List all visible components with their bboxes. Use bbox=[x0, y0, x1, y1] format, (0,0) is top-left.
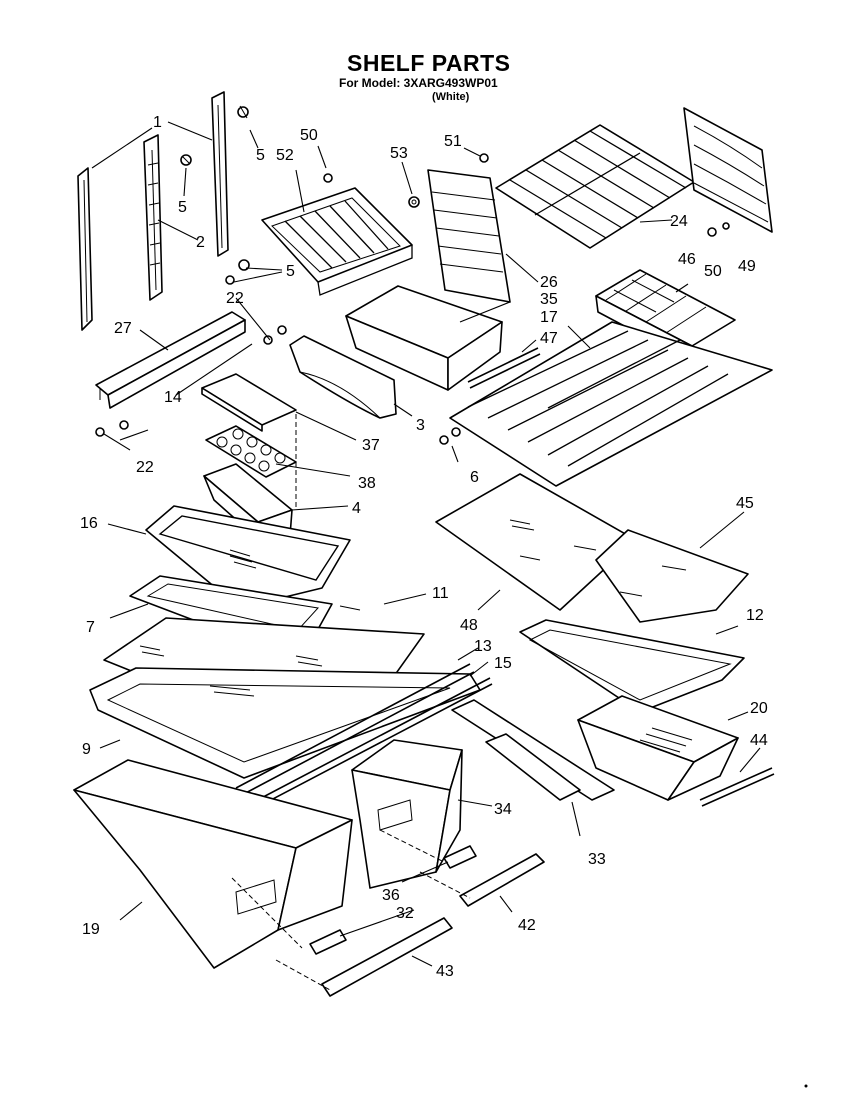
part-storage-pan bbox=[345, 285, 503, 391]
page-title: SHELF PARTS bbox=[347, 50, 511, 76]
part-shelf-rod bbox=[467, 347, 541, 389]
callout-27: 27 bbox=[114, 320, 132, 337]
part-drawer-slide-assembly bbox=[451, 699, 615, 801]
part-shelf-rail-left-outer bbox=[77, 167, 93, 331]
callout-52: 52 bbox=[276, 147, 294, 164]
part-wire-basket bbox=[261, 187, 413, 296]
assembly-guide-lines bbox=[231, 829, 471, 991]
part-shelf-stop bbox=[439, 427, 461, 445]
model-number: For Model: 3XARG493WP01 bbox=[339, 76, 498, 90]
callout-43: 43 bbox=[436, 963, 454, 980]
callout-44: 44 bbox=[750, 732, 768, 749]
callout-50-right: 50 bbox=[704, 263, 722, 280]
part-screw bbox=[479, 153, 489, 163]
part-shelf-rail-left-inner bbox=[143, 134, 163, 301]
callout-24: 24 bbox=[670, 213, 688, 230]
part-shelf-rail-center bbox=[211, 91, 229, 257]
color-variant: (White) bbox=[432, 91, 470, 103]
callout-36: 36 bbox=[382, 887, 400, 904]
part-screw bbox=[95, 325, 287, 437]
callout-3: 3 bbox=[416, 417, 425, 434]
callout-38: 38 bbox=[358, 475, 376, 492]
part-screw bbox=[323, 173, 333, 183]
callout-12: 12 bbox=[746, 607, 764, 624]
callout-13: 13 bbox=[474, 638, 492, 655]
part-wire-shelf-middle bbox=[449, 321, 773, 487]
part-snack-pan bbox=[289, 335, 397, 419]
callout-47: 47 bbox=[540, 330, 558, 347]
callout-26: 26 bbox=[540, 274, 558, 291]
part-glass-shelf-right-front bbox=[435, 473, 637, 611]
part-crisper-cover-right bbox=[519, 619, 745, 713]
part-shelf-bracket-right bbox=[683, 107, 773, 233]
part-shelf-support-rail bbox=[95, 311, 246, 409]
part-wire-shelf-top bbox=[495, 124, 695, 249]
part-crisper-handle-right bbox=[459, 853, 545, 907]
part-shelf-ladder-bracket bbox=[427, 169, 511, 303]
callout-46: 46 bbox=[678, 251, 696, 268]
callout-49: 49 bbox=[738, 258, 756, 275]
callout-51: 51 bbox=[444, 133, 462, 150]
callout-2: 2 bbox=[196, 234, 205, 251]
callout-1: 1 bbox=[153, 114, 162, 131]
callout-15: 15 bbox=[494, 655, 512, 672]
part-screw bbox=[180, 105, 250, 285]
part-washer bbox=[408, 196, 420, 208]
callout-19: 19 bbox=[82, 921, 100, 938]
part-drawer-trim-right bbox=[699, 767, 775, 807]
callout-50-top: 50 bbox=[300, 127, 318, 144]
callout-14: 14 bbox=[164, 389, 182, 406]
leader-lines bbox=[91, 121, 761, 967]
callout-5-bottom: 5 bbox=[286, 263, 295, 280]
part-crisper-handle-left bbox=[321, 917, 453, 997]
callout-42: 42 bbox=[518, 917, 536, 934]
callout-9: 9 bbox=[82, 741, 91, 758]
part-storage-lid bbox=[201, 373, 297, 432]
callout-5-left: 5 bbox=[178, 199, 187, 216]
callout-16: 16 bbox=[80, 515, 98, 532]
callout-22-top: 22 bbox=[226, 290, 244, 307]
callout-48: 48 bbox=[460, 617, 478, 634]
part-crisper-rail-rear bbox=[245, 677, 493, 813]
callout-37: 37 bbox=[362, 437, 380, 454]
callout-17: 17 bbox=[540, 309, 558, 326]
callout-35: 35 bbox=[540, 291, 558, 308]
part-glass-shelf-right-rear bbox=[595, 529, 749, 623]
callout-11: 11 bbox=[432, 585, 449, 602]
callout-53: 53 bbox=[390, 145, 408, 162]
part-crisper-drawer-right bbox=[351, 739, 463, 889]
callout-32: 32 bbox=[396, 905, 414, 922]
callout-7: 7 bbox=[86, 619, 95, 636]
callout-34: 34 bbox=[494, 801, 512, 818]
part-meat-drawer bbox=[577, 695, 739, 801]
callout-20: 20 bbox=[750, 700, 768, 717]
callout-6: 6 bbox=[470, 469, 479, 486]
page-mark bbox=[804, 1084, 808, 1088]
callout-5-top: 5 bbox=[256, 147, 265, 164]
part-crisper-drawer-left bbox=[73, 759, 353, 969]
part-screw bbox=[707, 222, 730, 237]
part-crisper-rail-front bbox=[235, 663, 475, 797]
callout-4: 4 bbox=[352, 500, 361, 517]
callout-33: 33 bbox=[588, 851, 606, 868]
callout-45: 45 bbox=[736, 495, 754, 512]
part-handle-clip bbox=[309, 845, 477, 955]
callout-22-bottom: 22 bbox=[136, 459, 154, 476]
